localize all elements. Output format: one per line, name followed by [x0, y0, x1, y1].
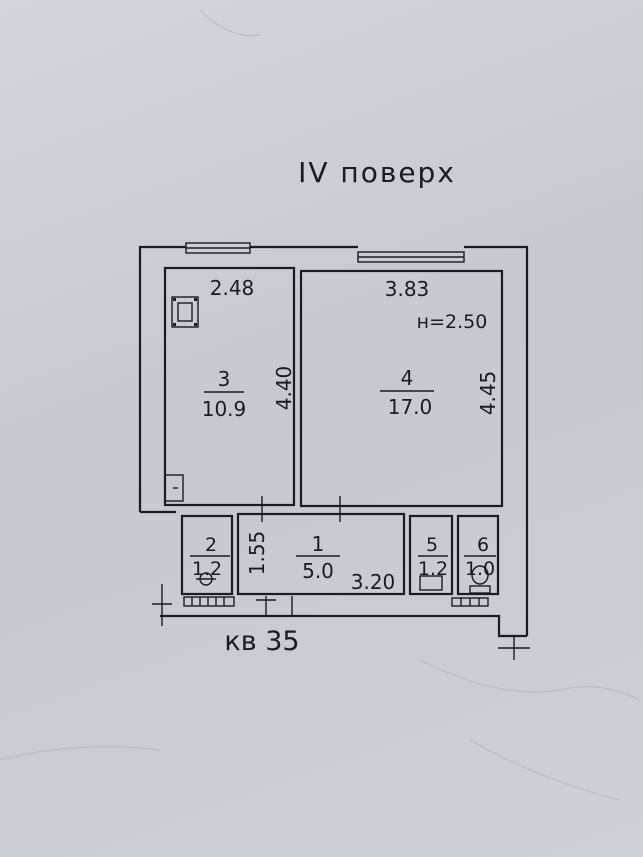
sink-icon [196, 572, 216, 586]
paper-crease [199, 9, 261, 37]
apartment-label: кв 35 [224, 626, 299, 657]
window-room-3 [185, 242, 251, 254]
radiator-icon [451, 597, 489, 607]
room-1-width: 3.20 [351, 570, 396, 594]
entrance-door [265, 596, 293, 616]
paper-crease [0, 746, 161, 761]
room-3-length: 4.40 [272, 366, 296, 411]
room-4-length: 4.45 [476, 371, 500, 416]
window-room-4 [357, 251, 465, 263]
room-4-height: н=2.50 [417, 311, 488, 333]
room-5-area: 1.2 [418, 558, 448, 580]
room-5-number: 5 [426, 534, 438, 556]
paper-crease [469, 739, 621, 801]
room-1-outline [236, 512, 406, 596]
floor-title: IV поверх [298, 156, 456, 189]
dimension-ticks [152, 584, 530, 660]
room-4-number: 4 [401, 366, 414, 390]
paper-crease [419, 659, 641, 701]
outer-walls [138, 245, 529, 638]
ventilation-shaft-icon [171, 296, 199, 328]
room-5-outline [408, 514, 454, 596]
room-1-depth: 1.55 [245, 531, 269, 576]
room-6-outline [456, 514, 500, 596]
room-4-area: 17.0 [388, 395, 433, 419]
room-3-area: 10.9 [202, 397, 247, 421]
room-6-number: 6 [477, 534, 489, 556]
room-4-outline [299, 269, 504, 508]
room-6-area: 1.0 [465, 558, 495, 580]
room-3-number: 3 [218, 367, 231, 391]
room-2-outline [180, 514, 234, 596]
bathtub-icon [183, 596, 235, 607]
room-2-number: 2 [205, 534, 217, 556]
shower-icon [419, 575, 443, 591]
toilet-icon [469, 565, 491, 594]
room-3-outline [163, 266, 296, 507]
room-1-area: 5.0 [302, 559, 334, 583]
room-1-number: 1 [312, 532, 325, 556]
radiator-icon [164, 474, 184, 502]
room-4-width: 3.83 [385, 277, 430, 301]
room-2-area: 1.2 [192, 558, 222, 580]
room-3-width: 2.48 [210, 276, 255, 300]
